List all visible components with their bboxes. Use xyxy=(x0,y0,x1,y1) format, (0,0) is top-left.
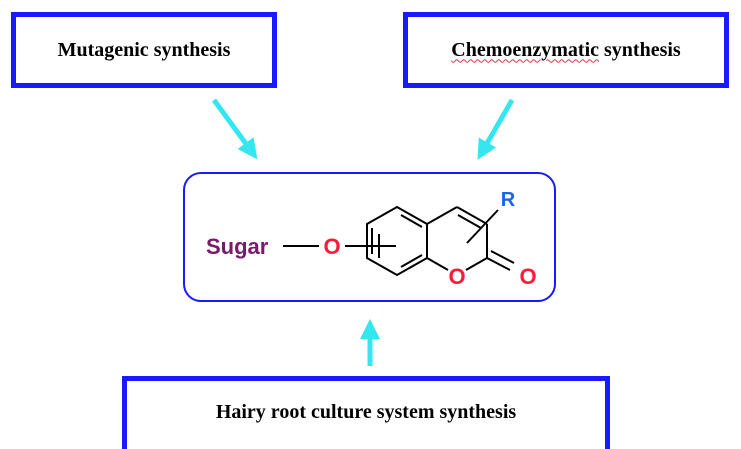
coumarin-glycoside-box xyxy=(183,172,556,302)
carbonyl-bond-1 xyxy=(486,257,511,271)
arrow-from-chemoenzymatic xyxy=(477,98,515,160)
carbonyl-bond-2 xyxy=(490,250,515,264)
pyrone-bond-c2-o1 xyxy=(465,257,488,271)
pyrone-bond-c4-c3 xyxy=(456,206,488,225)
carbonyl-oxygen-label: O xyxy=(519,264,536,289)
sugar-label: Sugar xyxy=(206,234,269,259)
substituent-label: R xyxy=(501,189,516,211)
hairy-root-synthesis-box: Hairy root culture system synthesis xyxy=(122,376,610,449)
benzene-double-bond-1 xyxy=(400,214,423,228)
pyrone-bond-o1-c8a xyxy=(426,257,449,271)
coumarin-structure xyxy=(283,205,515,277)
mutagenic-synthesis-label: Mutagenic synthesis xyxy=(57,38,231,61)
benzene-ring xyxy=(366,205,428,277)
hairy-root-synthesis-label: Hairy root culture system synthesis xyxy=(215,400,517,423)
arrow-from-mutagenic xyxy=(211,98,258,160)
benzene-double-bond-2 xyxy=(400,254,423,268)
pyrone-double-bond-c3-c4 xyxy=(457,214,482,229)
chemoenzymatic-synthesis-label: Chemoenzymatic synthesis xyxy=(451,39,680,62)
substituent-bond xyxy=(466,209,499,244)
pyrone-bond-c4a-c4 xyxy=(426,206,458,225)
chemoenzymatic-synthesis-box: Chemoenzymatic synthesis xyxy=(403,12,729,88)
ring-oxygen-label: O xyxy=(448,264,465,289)
synthesis-word: synthesis xyxy=(599,38,681,61)
mutagenic-synthesis-box: Mutagenic synthesis xyxy=(11,12,277,88)
chemoenzymatic-word: Chemoenzymatic xyxy=(451,38,600,61)
glycosidic-oxygen-label: O xyxy=(323,234,340,259)
